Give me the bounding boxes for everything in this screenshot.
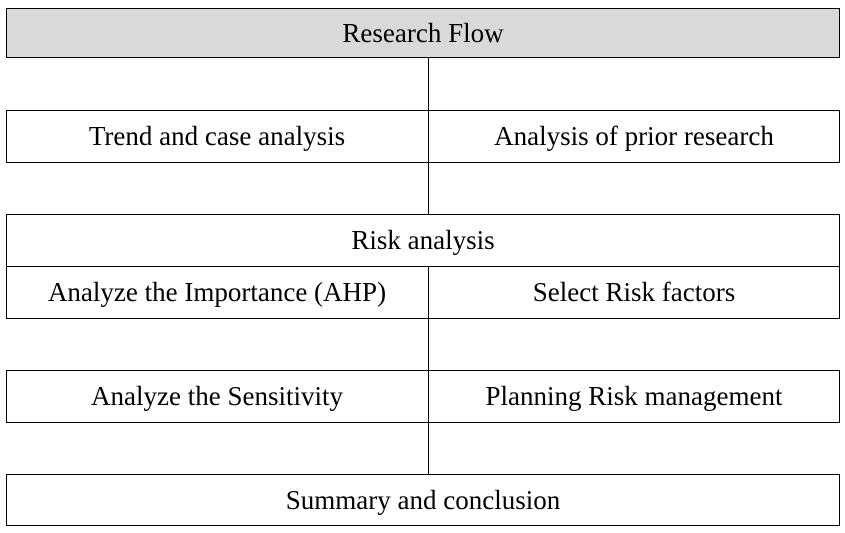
analyze-importance-cell: Analyze the Importance (AHP) xyxy=(6,266,428,319)
analyze-importance-label: Analyze the Importance (AHP) xyxy=(47,277,387,307)
research-flow-title: Research Flow xyxy=(342,17,504,48)
risk-analysis-row-box xyxy=(6,266,840,319)
summary-conclusion-label: Summary and conclusion xyxy=(285,484,561,515)
planning-risk-management-label: Planning Risk management xyxy=(485,381,783,411)
prior-research-cell: Analysis of prior research xyxy=(428,110,840,163)
connector-risk-to-row3 xyxy=(428,319,429,370)
row1-divider xyxy=(428,110,429,163)
risk-row-divider xyxy=(428,266,429,319)
trend-case-analysis-label: Trend and case analysis xyxy=(88,121,346,151)
row3-box xyxy=(6,370,840,423)
analyze-sensitivity-cell: Analyze the Sensitivity xyxy=(6,370,428,423)
connector-title-to-row1 xyxy=(428,58,429,110)
summary-conclusion-box: Summary and conclusion xyxy=(6,474,840,526)
row3-divider xyxy=(428,370,429,423)
select-risk-factors-cell: Select Risk factors xyxy=(428,266,840,319)
analyze-sensitivity-label: Analyze the Sensitivity xyxy=(91,381,343,411)
trend-case-analysis-cell: Trend and case analysis xyxy=(6,110,428,163)
row1-box xyxy=(6,110,840,163)
research-flow-title-box: Research Flow xyxy=(6,8,840,58)
risk-analysis-label: Risk analysis xyxy=(351,225,495,255)
risk-analysis-header-box: Risk analysis xyxy=(6,214,840,267)
prior-research-label: Analysis of prior research xyxy=(494,121,774,151)
planning-risk-management-cell: Planning Risk management xyxy=(428,370,840,423)
connector-row3-to-summary xyxy=(428,423,429,474)
connector-row1-to-risk xyxy=(428,163,429,214)
select-risk-factors-label: Select Risk factors xyxy=(532,277,736,307)
